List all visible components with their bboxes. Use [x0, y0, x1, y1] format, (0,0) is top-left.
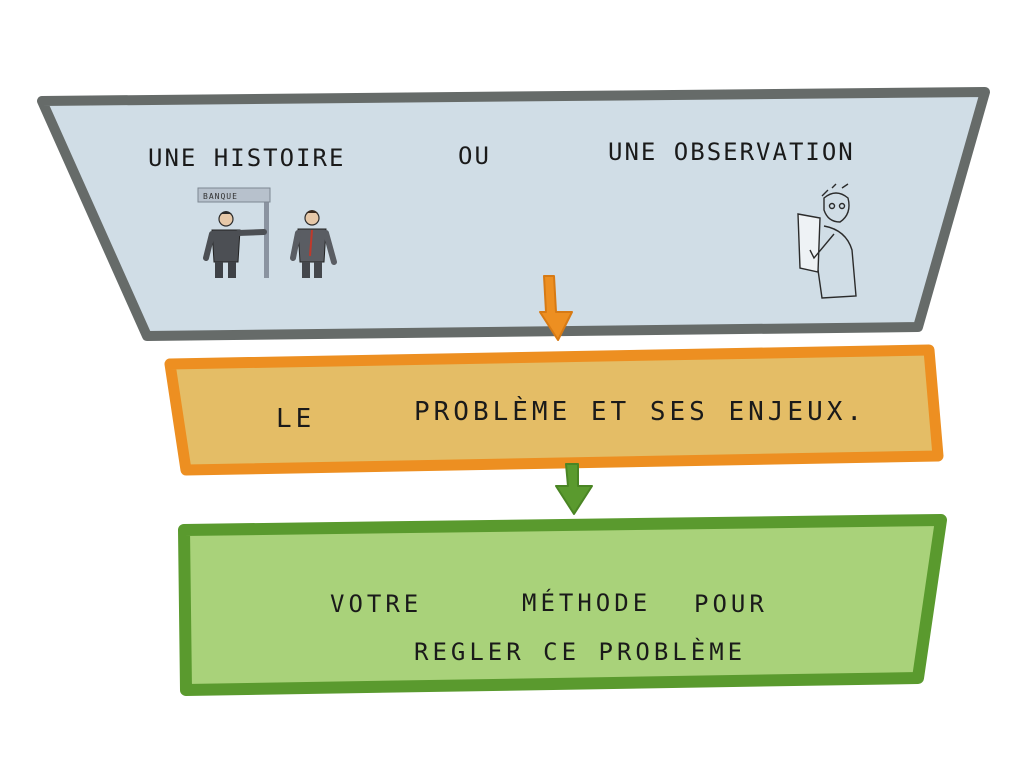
top-box-shape	[37, 87, 990, 341]
method-word-pour: pour	[694, 590, 768, 618]
arrow-top-to-middle	[539, 275, 573, 341]
pointing-man	[203, 211, 267, 278]
or-label: ou	[458, 142, 491, 170]
bank-sign-text: Banque	[203, 192, 238, 201]
bottom-box-shape	[178, 514, 947, 696]
problem-lead: Le	[276, 404, 315, 434]
bank-sign	[197, 187, 271, 203]
businessman	[290, 210, 337, 278]
problem-label: problème et ses enjeux.	[414, 395, 866, 427]
observer-illustration	[797, 183, 857, 299]
middle-box-shape	[164, 344, 944, 476]
method-word-methode: méthode	[522, 588, 651, 617]
observation-label: une observation	[608, 138, 855, 166]
top-box: Une histoire ou une observation Banque	[37, 87, 990, 341]
method-line-2: regler ce problème	[414, 637, 746, 666]
sign-post	[264, 200, 269, 278]
arrow-middle-to-bottom	[555, 463, 593, 515]
bottom-box: Votre méthode pour regler ce problème	[178, 514, 947, 696]
bank-scene-illustration: Banque	[197, 187, 337, 278]
story-label: Une histoire	[148, 144, 345, 172]
middle-box: Le problème et ses enjeux.	[164, 344, 944, 476]
method-word-votre: Votre	[330, 590, 422, 618]
